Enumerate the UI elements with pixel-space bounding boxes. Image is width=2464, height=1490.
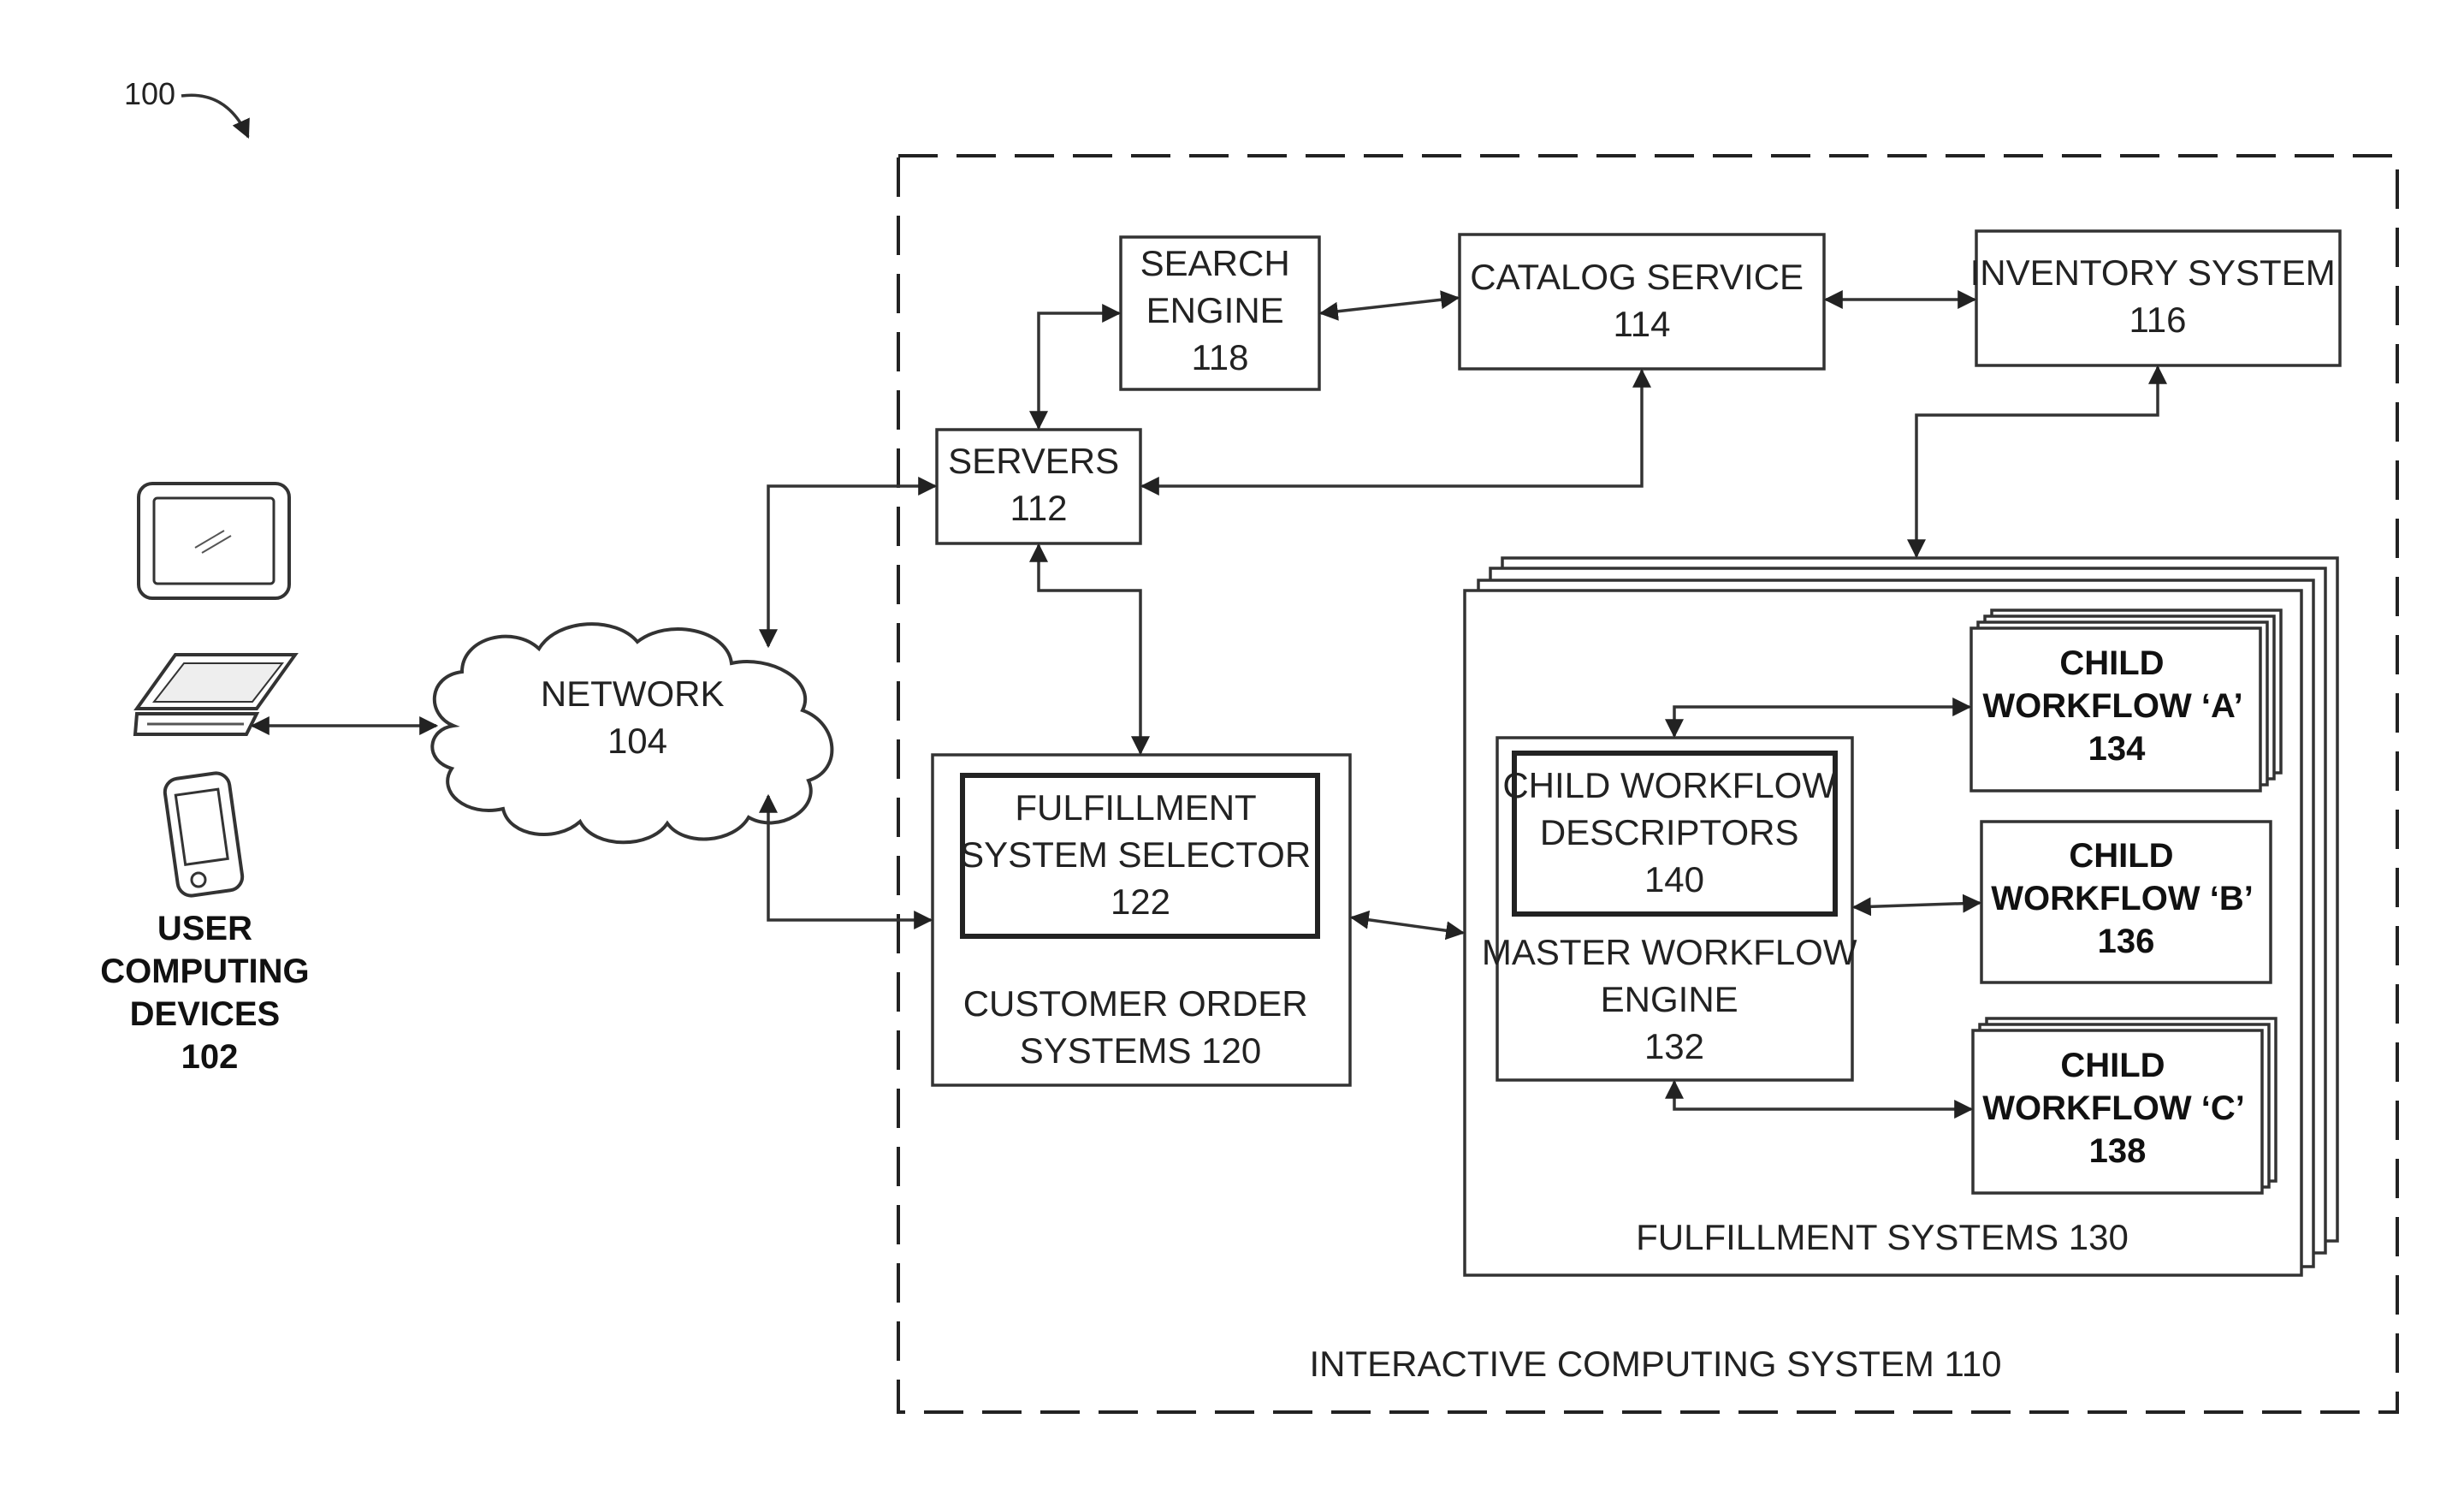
- laptop-icon: [135, 655, 295, 734]
- master-workflow-engine-box: CHILD WORKFLOW DESCRIPTORS 140 MASTER WO…: [1482, 738, 1867, 1080]
- child-workflow-c-box: CHILD WORKFLOW ‘C’ 138: [1973, 1018, 2276, 1193]
- catalog-service-box: CATALOG SERVICE 114: [1460, 234, 1824, 369]
- figure-reference: 100: [124, 76, 248, 137]
- customer-order-systems-box: FULFILLMENT SYSTEM SELECTOR 122 CUSTOMER…: [933, 755, 1350, 1085]
- connector-servers-search: [1039, 313, 1119, 428]
- system-label: INTERACTIVE COMPUTING SYSTEM 110: [1309, 1344, 2001, 1384]
- user-computing-devices: USER COMPUTING DEVICES 102: [100, 484, 319, 1076]
- connector-search-catalog: [1321, 298, 1458, 313]
- figure-ref-label: 100: [124, 76, 175, 111]
- servers-box: SERVERS 112: [937, 430, 1140, 543]
- connector-servers-customer-order: [1039, 545, 1140, 753]
- inventory-system-box: INVENTORY SYSTEM 116: [1970, 231, 2346, 365]
- network: NETWORK 104: [432, 624, 832, 842]
- figure-ref-arrow: [181, 95, 248, 137]
- child-workflow-a-box: CHILD WORKFLOW ‘A’ 134: [1971, 610, 2281, 791]
- fulfillment-systems-label: FULFILLMENT SYSTEMS 130: [1636, 1217, 2129, 1257]
- user-devices-label: USER COMPUTING DEVICES 102: [100, 910, 319, 1076]
- tablet-icon: [139, 484, 289, 598]
- connector-network-servers: [768, 486, 935, 646]
- search-engine-box: SEARCH ENGINE 118: [1121, 237, 1319, 389]
- connector-inventory-fulfillment: [1916, 367, 2158, 556]
- connector-order-fulfillment: [1352, 917, 1463, 933]
- phone-icon: [163, 771, 244, 897]
- child-workflow-b-box: CHILD WORKFLOW ‘B’ 136: [1981, 822, 2271, 982]
